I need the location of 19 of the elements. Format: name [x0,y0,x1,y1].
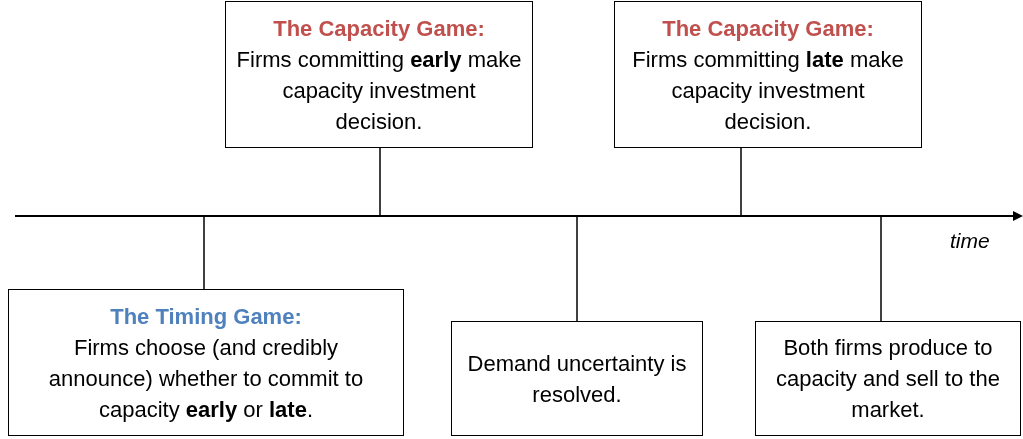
axis-label: time [950,229,990,253]
connector-line [740,147,742,217]
connector-line [880,215,882,322]
event-box [225,1,533,148]
event-box [614,1,922,148]
box-heading: The Capacity Game: [273,14,485,43]
event-description: Firms choose (and credibly announce) whether to commit to capacity early or late. [47,333,365,424]
event-box [451,321,703,436]
box-heading: The Timing Game: [110,302,302,331]
connector-line [203,215,205,290]
box-heading: The Capacity Game: [662,14,874,43]
event-description: Firms committing late make capacity investment decision. [631,45,905,136]
connector-line [576,215,578,322]
event-description: Demand uncertainty is resolved. [466,349,688,409]
event-description: Firms committing early make capacity investment decision. [236,45,522,136]
event-box [755,321,1021,436]
event-box [8,289,404,436]
connector-line [379,147,381,217]
event-description: Both firms produce to capacity and sell to the market. [775,334,1001,424]
